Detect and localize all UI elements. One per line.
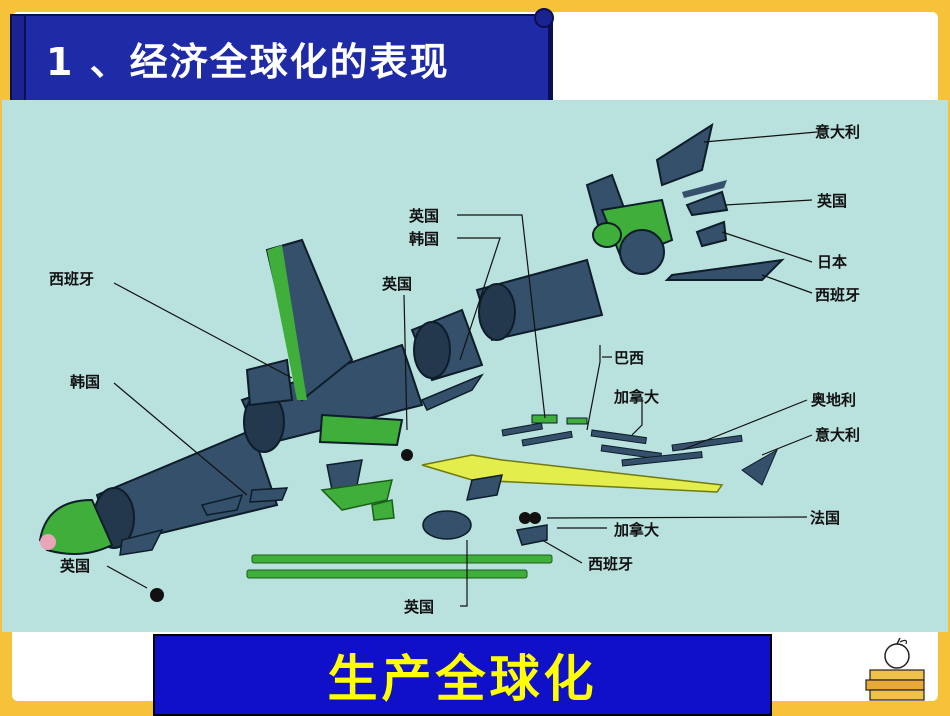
aircraft-parts-diagram: 意大利 英国 日本 西班牙 英国 韩国 西班牙 英国 巴西 加拿大 奥地利 意大…	[2, 100, 948, 632]
small-parts	[119, 373, 548, 556]
label-italy-right: 意大利	[815, 426, 860, 444]
label-canada-bottom: 加拿大	[613, 521, 659, 539]
label-brazil: 巴西	[614, 349, 644, 367]
floor-panels	[246, 554, 553, 579]
landing-gear	[150, 449, 541, 602]
label-uk-engine: 英国	[404, 598, 434, 616]
green-ribs	[320, 479, 395, 521]
label-france: 法国	[810, 509, 840, 527]
label-spain-bottom: 西班牙	[588, 555, 633, 573]
tail-assembly	[585, 122, 785, 281]
bottom-banner: 生产全球化	[153, 634, 772, 716]
bottom-label: 生产全球化	[327, 650, 598, 708]
label-uk-tail: 英国	[817, 192, 847, 210]
banner-curl-left	[10, 14, 26, 114]
vertical-stabilizer	[265, 238, 354, 402]
leader-lines	[106, 131, 818, 607]
slide-title: 1 、经济全球化的表现	[46, 39, 450, 84]
apple-books-icon	[862, 636, 932, 706]
country-labels: 意大利 英国 日本 西班牙 英国 韩国 西班牙 英国 巴西 加拿大 奥地利 意大…	[49, 123, 860, 616]
title-banner: 1 、经济全球化的表现	[10, 8, 554, 114]
label-spain-left: 西班牙	[49, 270, 94, 288]
label-canada-top: 加拿大	[613, 388, 659, 406]
label-spain-tail: 西班牙	[815, 286, 860, 304]
label-italy-top: 意大利	[815, 123, 860, 141]
label-uk-gear: 英国	[382, 275, 412, 293]
nose-cone	[38, 498, 114, 555]
label-korea-left: 韩国	[70, 373, 100, 391]
label-uk-nose: 英国	[60, 557, 90, 575]
label-uk-mid: 英国	[409, 207, 439, 225]
label-austria: 奥地利	[811, 391, 856, 409]
label-japan: 日本	[817, 253, 847, 271]
wing-panels	[501, 414, 779, 486]
aircraft-illustration: 意大利 英国 日本 西班牙 英国 韩国 西班牙 英国 巴西 加拿大 奥地利 意大…	[38, 122, 860, 616]
fuselage-sections	[93, 258, 604, 549]
label-korea-mid: 韩国	[409, 230, 439, 248]
wing-box	[318, 413, 404, 447]
banner-curl-right	[534, 8, 554, 28]
